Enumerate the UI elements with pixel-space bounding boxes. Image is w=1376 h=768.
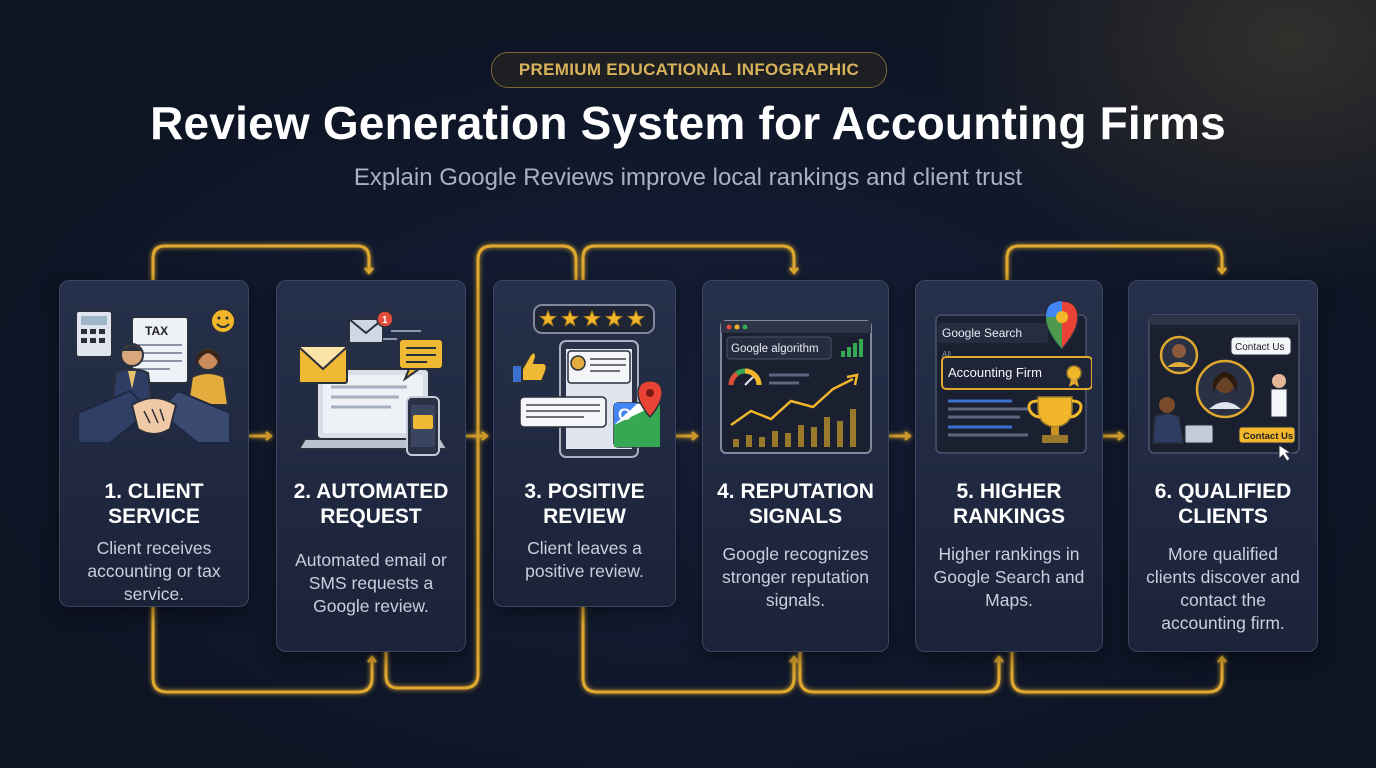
step-6-description: More qualified clients discover and cont… — [1146, 544, 1300, 633]
step-card-higher-rankings: Google Search All Accounting Firm 5. HIG… — [915, 280, 1103, 652]
step-5-description: Higher rankings in Google Search and Map… — [933, 544, 1085, 610]
search-trophy-icon: Google Search All Accounting Firm — [926, 293, 1093, 471]
step-1-description: Client receives accounting or tax servic… — [87, 538, 221, 604]
signal-bar — [837, 421, 843, 447]
email-sms-icon: 1 — [287, 293, 455, 471]
connector-top-3 — [476, 244, 578, 442]
step-2-description: Automated email or SMS requests a Google… — [295, 550, 447, 616]
star-icon — [627, 309, 645, 327]
step-1-title: 1. CLIENT SERVICE — [104, 480, 204, 528]
connector-top-5-6 — [1005, 244, 1227, 282]
tax-form-label: TAX — [145, 324, 168, 338]
page-subtitle: Explain Google Reviews improve local ran… — [353, 164, 1023, 191]
signal-bars — [733, 409, 856, 447]
signal-bar — [733, 439, 739, 447]
step-4-description: Google recognizes stronger reputation si… — [722, 544, 869, 610]
signal-bar — [772, 431, 778, 447]
signal-bar — [798, 425, 804, 447]
connector-bottom-3-4 — [581, 603, 799, 694]
star-icon — [605, 309, 623, 327]
signal-bar — [824, 417, 830, 447]
star-icon — [583, 309, 601, 327]
signal-bar — [746, 435, 752, 447]
connector-bottom-5-6 — [1010, 648, 1227, 694]
star-icon — [561, 309, 579, 327]
signal-bar — [811, 427, 817, 447]
connector-bottom-2-3 — [384, 438, 480, 690]
page-title: Review Generation System for Accounting … — [150, 97, 1226, 149]
five-star-review-icon: G — [504, 293, 665, 471]
step-card-client-service: TAX 1. CLIENT SERVICE Client receives ac… — [59, 280, 249, 607]
rating-stars — [539, 309, 645, 327]
contact-us-icon: Contact Us Contact Us — [1139, 293, 1307, 471]
handshake-icon: TAX — [70, 293, 238, 471]
window-label: Google algorithm — [731, 343, 819, 355]
connector-bottom-1-2 — [151, 603, 377, 694]
step-3-title: 3. POSITIVE REVIEW — [524, 480, 645, 528]
notification-count: 1 — [382, 315, 388, 326]
contact-label-1: Contact Us — [1235, 342, 1284, 353]
step-card-automated-request: 1 2. AUTOMATED REQUEST Automated email o… — [276, 280, 466, 652]
connector-top-3-4 — [581, 244, 799, 282]
step-6-title: 6. QUALIFIED CLIENTS — [1154, 480, 1292, 528]
step-4-title: 4. REPUTATION SIGNALS — [717, 480, 874, 528]
contact-label-2: Contact Us — [1243, 431, 1293, 442]
step-3-description: Client leaves a positive review. — [525, 538, 644, 581]
step-card-qualified-clients: Contact Us Contact Us 6. QUALIFIED CLIEN… — [1128, 280, 1318, 652]
connector-bottom-4-5 — [798, 648, 1004, 694]
star-icon — [539, 309, 557, 327]
step-5-title: 5. HIGHER RANKINGS — [952, 480, 1065, 528]
search-result-label: Accounting Firm — [948, 365, 1042, 380]
signal-bar — [759, 437, 765, 447]
connector-top-1-2 — [151, 244, 374, 282]
search-bar-label: Google Search — [942, 326, 1022, 340]
svg-text:G: G — [618, 405, 631, 424]
analytics-chart-icon: Google algorithm — [713, 293, 878, 471]
step-card-positive-review: G 3. POSITIVE REVIEW Client leaves a pos… — [493, 280, 676, 607]
signal-bar — [785, 433, 791, 447]
svg-text:All: All — [942, 350, 951, 359]
category-badge: PREMIUM EDUCATIONAL INFOGRAPHIC — [491, 52, 887, 88]
step-card-reputation-signals: Google algorithm 4. REPUTATION SIGNALS G… — [702, 280, 889, 652]
step-2-title: 2. AUTOMATED REQUEST — [293, 480, 449, 528]
signal-bar — [850, 409, 856, 447]
